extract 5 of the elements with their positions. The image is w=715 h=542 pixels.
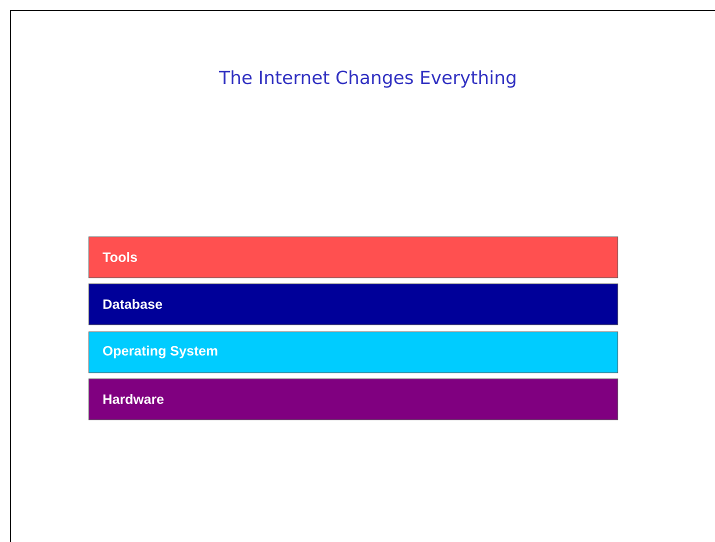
layer-band: Tools (88, 236, 618, 278)
layer-band: Database (88, 284, 618, 326)
layer-band: Hardware (88, 378, 618, 420)
title: The Internet Changes Everything (219, 70, 516, 88)
layer-band: Operating System (88, 332, 618, 374)
